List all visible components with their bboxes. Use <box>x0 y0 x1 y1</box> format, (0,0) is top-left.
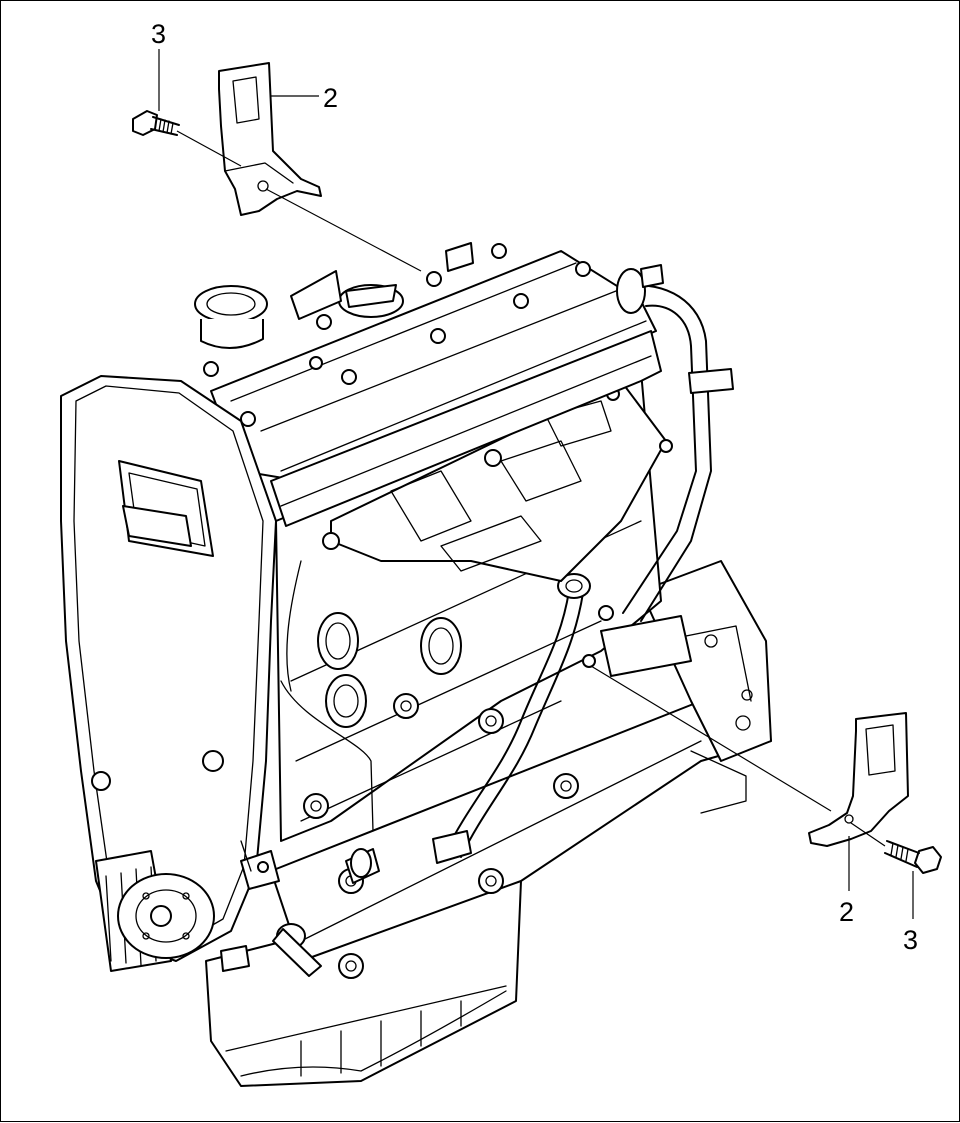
top-engine-bracket <box>218 62 322 216</box>
callout-top-bracket: 2 <box>323 83 338 113</box>
callout-bottom-bracket: 2 <box>839 897 854 927</box>
dipstick-tube <box>432 573 591 864</box>
timing-cover <box>60 375 277 962</box>
bottom-assembly-line <box>590 665 886 847</box>
oil-pan <box>205 880 522 1087</box>
wiring-harness <box>240 560 374 872</box>
top-bolt <box>132 110 180 136</box>
engine-block <box>270 560 772 962</box>
callout-bottom-bolt: 3 <box>903 925 918 955</box>
cylinder-head <box>194 242 662 527</box>
front-accessories <box>220 850 322 977</box>
callout-top-bolt: 3 <box>151 19 166 49</box>
coolant-hose <box>600 264 734 677</box>
top-assembly-line <box>176 130 422 272</box>
bottom-bolt <box>884 840 942 874</box>
engine-assembly <box>60 242 772 1087</box>
crank-pulley <box>95 850 215 972</box>
bottom-engine-bracket <box>808 712 909 847</box>
